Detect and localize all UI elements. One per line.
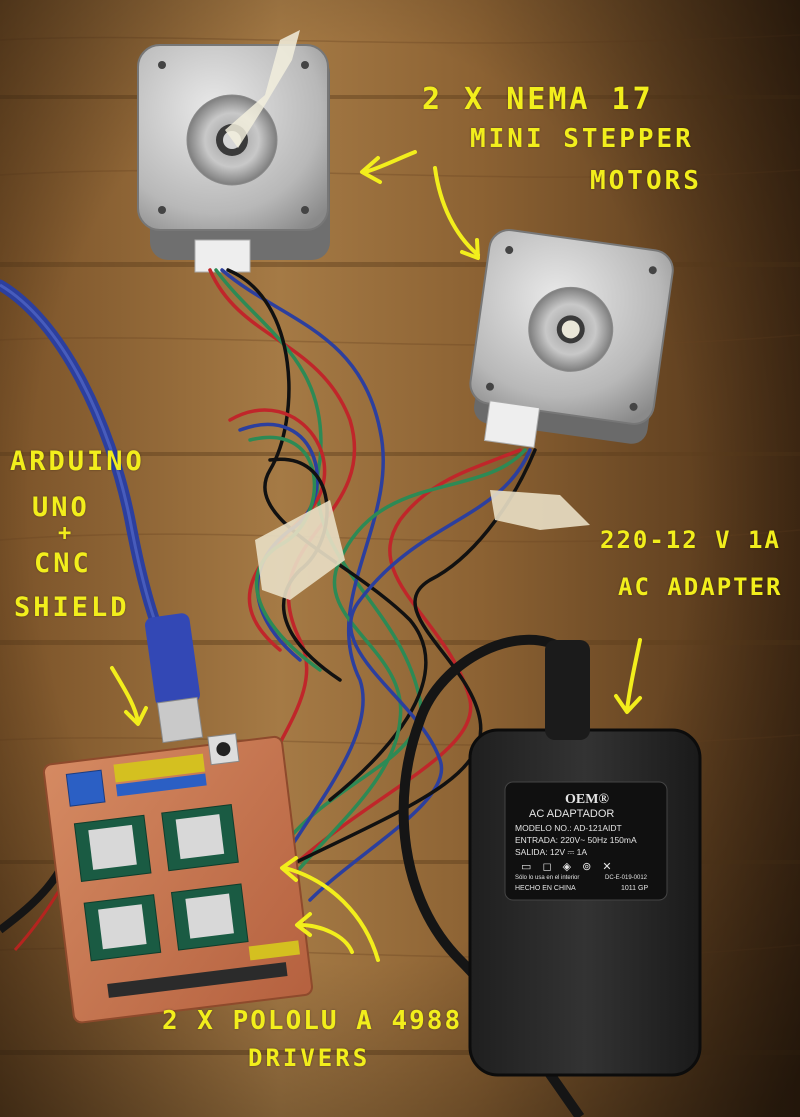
annotation-arduino-line1: ARDUINO: [10, 446, 145, 477]
annotation-arrows: [110, 150, 642, 962]
adapter-input: ENTRADA: 220V~ 50Hz 150mA: [515, 835, 637, 845]
adapter-symbols: ▭ ◻ ◈ ⊚ ✕: [521, 861, 616, 873]
ac-adapter: [468, 640, 702, 1077]
stepper-motor-bottom: [469, 229, 674, 448]
annotation-arduino-line2: UNO: [32, 492, 90, 523]
annotation-motors-line1: 2 x NEMA 17: [422, 82, 654, 117]
arduino-cnc-shield: [42, 732, 314, 1024]
annotation-adapter-line1: 220-12 V 1A: [600, 526, 781, 554]
stepper-motor-top: [137, 30, 330, 273]
annotation-arduino-line5: SHIELD: [14, 592, 130, 623]
annotation-drivers-line1: 2 x POLOLU A 4988: [162, 1006, 463, 1036]
annotation-motors-line3: MOTORS: [590, 166, 702, 196]
adapter-output: SALIDA: 12V ⎓ 1A: [515, 847, 587, 857]
adapter-origin: HECHO EN CHINA: [515, 885, 576, 892]
annotation-arduino-line4: CNC: [34, 548, 92, 579]
annotation-adapter-line2: AC ADAPTER: [618, 573, 783, 601]
adapter-indoor: Sólo lo usa en el interior: [515, 875, 580, 881]
adapter-code: DC-E-019-0012: [605, 875, 648, 881]
usb-plug: [144, 613, 204, 744]
adapter-brand: OEM®: [565, 792, 609, 807]
annotation-drivers-line2: DRIVERS: [248, 1044, 371, 1072]
adapter-label: OEM® AC ADAPTADOR MODELO NO.: AD-121AIDT…: [513, 790, 663, 896]
annotation-motors-line2: MINI STEPPER: [470, 124, 694, 154]
masking-tape: [255, 490, 590, 600]
annotation-arduino-line3: +: [58, 521, 75, 546]
driver-modules: [73, 804, 249, 962]
adapter-type: AC ADAPTADOR: [529, 808, 615, 820]
adapter-lot: 1011 GP: [621, 885, 649, 892]
adapter-model: MODELO NO.: AD-121AIDT: [515, 823, 622, 833]
